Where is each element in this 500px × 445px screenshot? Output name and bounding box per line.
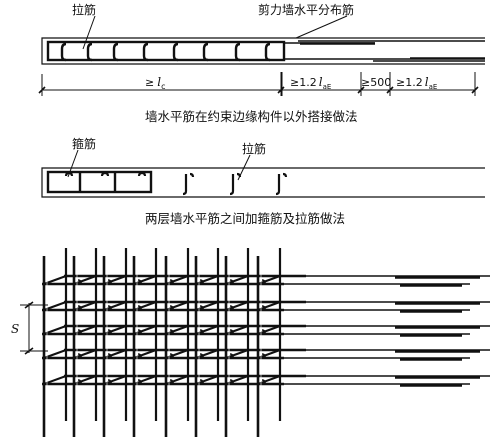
stirrup-leg — [133, 349, 157, 359]
tie-hook — [229, 379, 234, 384]
label-shear-wall-rebar: 剪力墙水平分布筋 — [258, 2, 354, 17]
stirrup-leg — [103, 275, 127, 285]
tie-hook — [77, 379, 82, 384]
tie-hook — [169, 305, 174, 310]
tie-hook — [261, 329, 266, 334]
stirrup-leg — [225, 301, 249, 311]
stirrup-leg — [103, 301, 127, 311]
stirrup-leg — [195, 325, 219, 335]
tie-hook — [77, 353, 82, 358]
stirrup-leg — [133, 275, 157, 285]
tie-hook — [199, 379, 204, 384]
tie-hook — [77, 279, 82, 284]
stirrup-leg — [133, 301, 157, 311]
stirrup-leg — [73, 275, 97, 285]
tie-hook — [169, 279, 174, 284]
stirrup-leg — [195, 349, 219, 359]
tie-hook — [169, 329, 174, 334]
tie-hook — [137, 279, 142, 284]
stirrup-leg — [225, 375, 249, 385]
tie-hook — [261, 379, 266, 384]
stirrup-leg — [165, 349, 189, 359]
stirrup-leg — [225, 349, 249, 359]
tie-hook — [137, 329, 142, 334]
tie-hook — [107, 353, 112, 358]
stirrup-leg — [43, 349, 67, 359]
caption-diagram-1: 墙水平筋在约束边缘构件以外搭接做法 — [145, 109, 358, 124]
tie-hook — [229, 305, 234, 310]
tie-hook — [107, 279, 112, 284]
dimension-line-1 — [38, 72, 479, 96]
stirrup-leg — [165, 275, 189, 285]
label-tie-2: 拉筋 — [242, 141, 266, 156]
tie-hook — [229, 279, 234, 284]
stirrup-leg — [257, 275, 281, 285]
tie-hook — [199, 305, 204, 310]
tie-hook — [199, 329, 204, 334]
stirrup-leg — [257, 349, 281, 359]
tie-hook — [77, 329, 82, 334]
stirrup-leg — [195, 301, 219, 311]
stirrup-leg — [43, 301, 67, 311]
label-spacing-s: S — [11, 322, 19, 336]
stirrup-leg — [43, 375, 67, 385]
tie-hook — [169, 379, 174, 384]
stirrup-leg — [257, 325, 281, 335]
stirrup-leg — [103, 349, 127, 359]
tie-hook — [199, 279, 204, 284]
stirrup-leg — [225, 325, 249, 335]
caption-diagram-2: 两层墙水平筋之间加箍筋及拉筋做法 — [145, 211, 345, 226]
stirrup-leg — [73, 301, 97, 311]
tie-hook — [229, 329, 234, 334]
stirrup-dividers — [78, 172, 117, 192]
stirrup-leg — [257, 375, 281, 385]
spacing-dimension — [20, 301, 48, 355]
tie-hook — [137, 305, 142, 310]
diagram-2-stirrups-and-ties: 箍筋 拉筋 两层墙水平筋之间加箍筋及拉筋做法 — [41, 136, 485, 226]
tie-hook — [261, 305, 266, 310]
tie-hook — [107, 379, 112, 384]
tie-bars-row-2 — [64, 171, 288, 196]
tie-hook — [169, 353, 174, 358]
label-tie-1: 拉筋 — [72, 2, 96, 17]
tie-bars-row-1 — [60, 42, 271, 62]
stirrup-leg — [43, 275, 67, 285]
tie-hook — [107, 329, 112, 334]
stirrup-leg — [103, 325, 127, 335]
diagram-3-rebar-cage — [42, 248, 490, 437]
stirrup-leg — [73, 375, 97, 385]
stirrup-leg — [73, 325, 97, 335]
tie-hook — [137, 379, 142, 384]
stirrup-leg — [195, 375, 219, 385]
dim-lc: ≥lc — [145, 75, 165, 91]
stirrup-leg — [165, 301, 189, 311]
tie-hook — [261, 279, 266, 284]
tie-hook — [77, 305, 82, 310]
tie-hook — [261, 353, 266, 358]
stirrup-leg — [73, 349, 97, 359]
stirrup-leg — [225, 275, 249, 285]
stirrup-leg — [165, 325, 189, 335]
stirrup-leg — [133, 375, 157, 385]
tie-hook — [107, 305, 112, 310]
stirrup-leg — [133, 325, 157, 335]
tie-hook — [137, 353, 142, 358]
tie-hook — [229, 353, 234, 358]
label-stirrup: 箍筋 — [72, 136, 96, 151]
dim-500: ≥500 — [361, 76, 391, 89]
stirrup-leg — [43, 325, 67, 335]
stirrup-leg — [103, 375, 127, 385]
stirrup-leg — [195, 275, 219, 285]
tie-hook — [199, 353, 204, 358]
stirrup-leg — [165, 375, 189, 385]
stirrup-leg — [257, 301, 281, 311]
